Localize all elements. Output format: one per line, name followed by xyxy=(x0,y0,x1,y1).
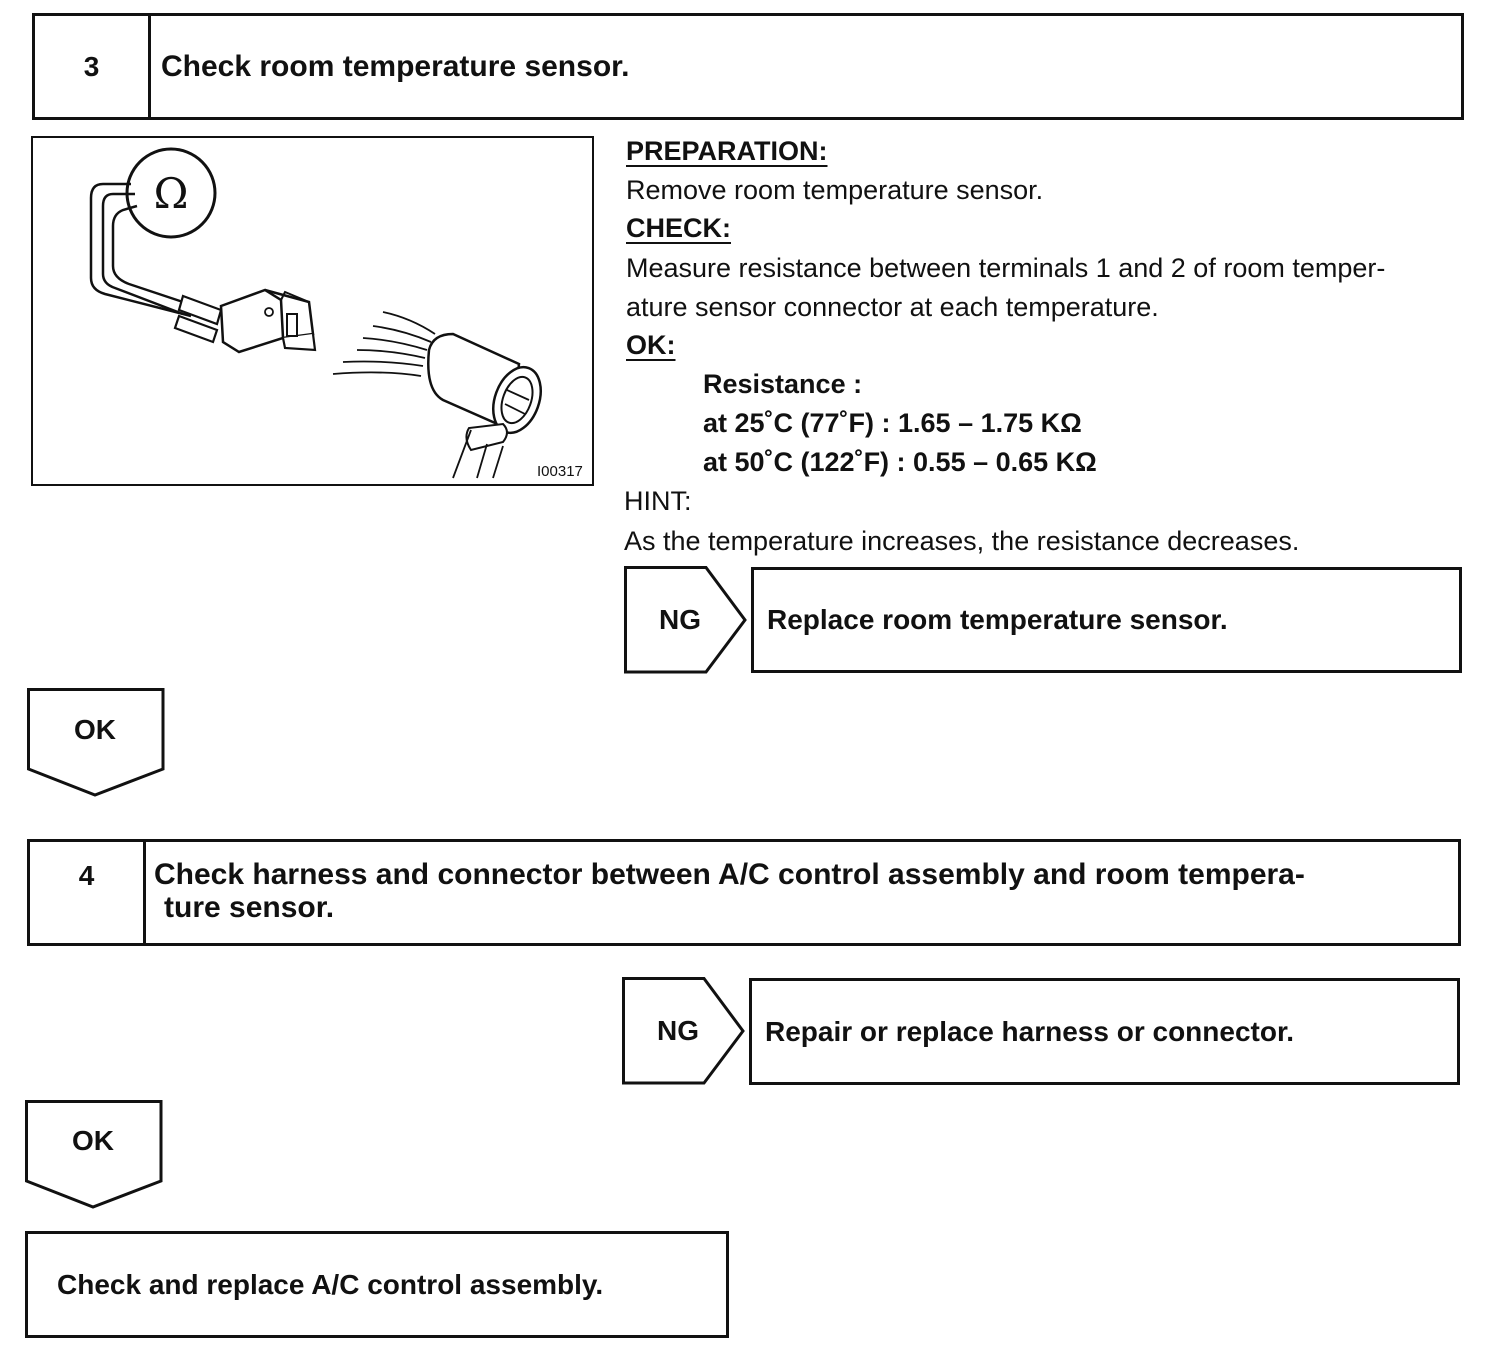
hint-text: As the temperature increases, the resist… xyxy=(624,526,1300,556)
preparation-text: Remove room temperature sensor. xyxy=(626,175,1044,205)
step-title-line-2: ture sensor. xyxy=(164,891,335,924)
step-4-header: 4 Check harness and connector between A/… xyxy=(27,839,1461,946)
step-title: Check room temperature sensor. xyxy=(161,50,630,83)
figure-code: I00317 xyxy=(537,463,583,480)
ng-label-1: NG xyxy=(659,604,701,635)
ng-arrow-1 xyxy=(624,566,747,674)
sensor-illustration: Ω I00317 xyxy=(31,136,594,486)
ohm-symbol: Ω xyxy=(154,169,189,218)
ok-label-2: OK xyxy=(72,1125,114,1156)
resistance-heading: Resistance : xyxy=(703,369,863,399)
preparation-heading: PREPARATION: xyxy=(626,136,828,166)
ok-heading: OK: xyxy=(626,330,676,360)
step-number: 3 xyxy=(35,16,151,117)
step-title-line-1: Check harness and connector between A/C … xyxy=(154,858,1305,891)
check-heading: CHECK: xyxy=(626,213,731,243)
hint-heading: HINT: xyxy=(624,486,692,516)
ok-arrow-1 xyxy=(27,688,165,797)
ng-action-1: Replace room temperature sensor. xyxy=(751,567,1462,673)
ng-action-2: Repair or replace harness or connector. xyxy=(749,978,1460,1085)
final-action-box: Check and replace A/C control assembly. xyxy=(25,1231,729,1338)
ok-label-1: OK xyxy=(74,714,116,745)
ng-label-2: NG xyxy=(657,1015,699,1046)
step-title: Check harness and connector between A/C … xyxy=(154,842,1446,943)
check-text-line-1: Measure resistance between terminals 1 a… xyxy=(626,253,1386,283)
resistance-spec-25c: at 25˚C (77˚F) : 1.65 – 1.75 KΩ xyxy=(703,408,1082,438)
check-text-line-2: ature sensor connector at each temperatu… xyxy=(626,292,1159,322)
step-3-header: 3 Check room temperature sensor. xyxy=(32,13,1464,120)
ng-arrow-2 xyxy=(622,977,745,1085)
ohmmeter-hair-dryer-drawing: Ω I00317 xyxy=(89,147,583,480)
step-number: 4 xyxy=(30,842,146,943)
ok-arrow-2 xyxy=(25,1100,163,1209)
resistance-spec-50c: at 50˚C (122˚F) : 0.55 – 0.65 KΩ xyxy=(703,447,1097,477)
